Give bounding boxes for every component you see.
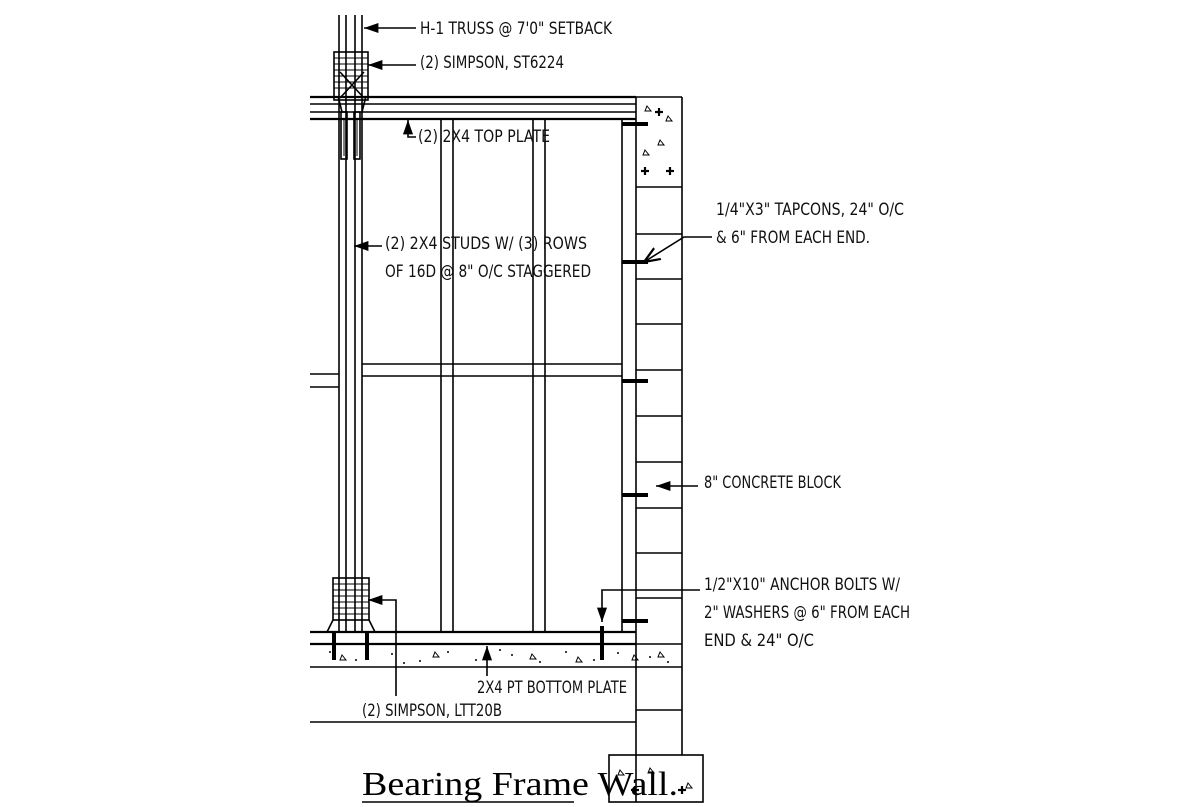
drawing-title: Bearing Frame Wall. bbox=[362, 766, 678, 803]
tapcon-fasteners bbox=[622, 122, 648, 623]
label-simpson-st6224: (2) SIMPSON, ST6224 bbox=[420, 53, 564, 73]
hold-down-bottom bbox=[326, 577, 376, 660]
label-top-plate: (2) 2X4 TOP PLATE bbox=[418, 127, 550, 147]
label-bottom-plate: 2X4 PT BOTTOM PLATE bbox=[477, 678, 627, 698]
label-studs-line1: (2) 2X4 STUDS W/ (3) ROWS bbox=[385, 234, 587, 254]
label-studs-line2: OF 16D @ 8" O/C STAGGERED bbox=[385, 262, 591, 282]
label-anchor-line1: 1/2"X10" ANCHOR BOLTS W/ bbox=[704, 575, 900, 595]
label-anchor-line2: 2" WASHERS @ 6" FROM EACH bbox=[704, 603, 910, 623]
leader-lines bbox=[354, 22, 712, 696]
top-plate bbox=[310, 95, 636, 121]
concrete-block-wall bbox=[635, 96, 683, 755]
label-tapcons-line1: 1/4"X3" TAPCONS, 24" O/C bbox=[716, 200, 904, 220]
mid-blocking bbox=[310, 363, 622, 388]
label-truss: H-1 TRUSS @ 7'0" SETBACK bbox=[420, 19, 613, 39]
label-anchor-line3: END & 24" O/C bbox=[704, 631, 814, 651]
label-tapcons-line2: & 6" FROM EACH END. bbox=[716, 228, 870, 248]
label-concrete-block: 8" CONCRETE BLOCK bbox=[704, 473, 842, 493]
double-stud-post bbox=[338, 15, 363, 632]
floor-slab bbox=[310, 643, 682, 723]
bottom-plate bbox=[310, 630, 636, 646]
label-simpson-ltt20b: (2) SIMPSON, LTT20B bbox=[362, 701, 502, 721]
footing bbox=[608, 754, 704, 803]
